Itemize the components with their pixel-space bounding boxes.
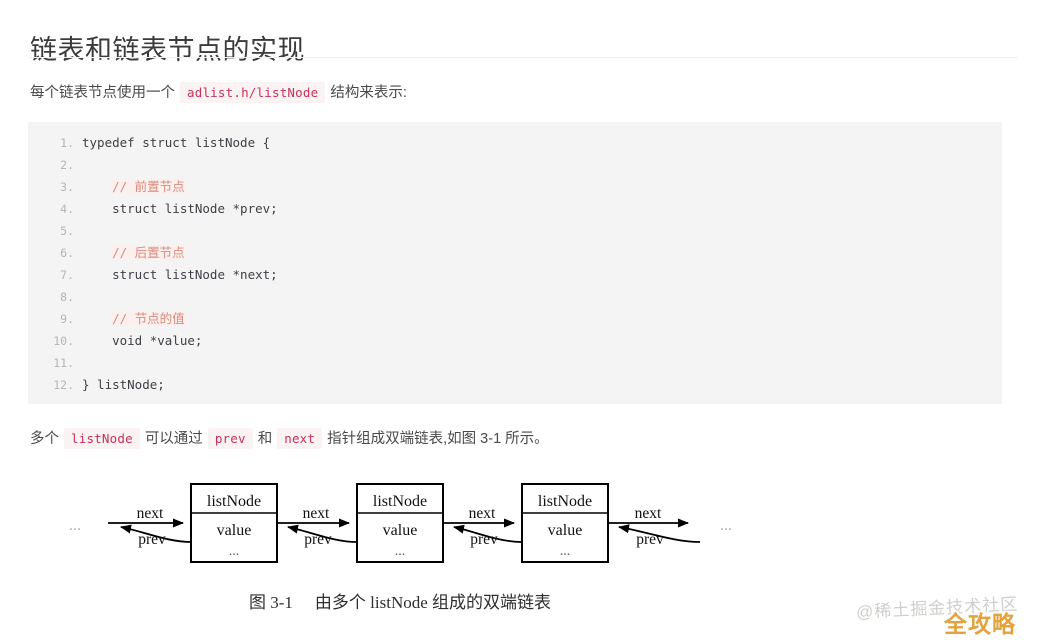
intro-text-after: 结构来表示:: [330, 85, 407, 101]
node-field-label: value: [383, 522, 418, 539]
arrow-prev-label: prev: [636, 531, 664, 548]
code-line-number: 8.: [60, 290, 74, 304]
code-line-number: 1.: [60, 136, 74, 150]
code-line-number: 10.: [53, 334, 74, 348]
arrow-prev-label: prev: [138, 531, 166, 548]
code-line: 1. typedef struct listNode {: [28, 132, 1002, 154]
inline-code-listnode: listNode: [64, 428, 140, 449]
node-field-label: value: [548, 522, 583, 539]
diagram-ellipsis-right: ...: [720, 517, 732, 534]
code-line: 4. struct listNode *prev;: [28, 198, 1002, 220]
node-header-label: listNode: [538, 493, 592, 510]
arrow-pair: next prev: [608, 505, 701, 548]
list-node-box: listNode value ...: [356, 483, 444, 563]
arrow-pair: next prev: [108, 505, 192, 548]
code-line: 3. // 前置节点: [28, 176, 1002, 198]
arrow-pair: next prev: [443, 505, 523, 548]
code-line: 2.: [28, 154, 1002, 176]
para2-text-2: 可以通过: [144, 431, 203, 447]
page-title: 链表和链表节点的实现: [30, 35, 305, 66]
code-line-number: 5.: [60, 224, 74, 238]
para2-text-1: 多个: [30, 431, 59, 447]
caption-text: 由多个 listNode 组成的双端链表: [314, 593, 552, 612]
para2-text-3: 和: [257, 431, 273, 447]
caption-number: 图 3-1: [248, 593, 293, 612]
code-line: 6. // 后置节点: [28, 242, 1002, 264]
inline-code-adlist-listnode: adlist.h/listNode: [180, 82, 326, 103]
arrow-next-label: next: [137, 505, 164, 522]
node-header-label: listNode: [373, 493, 427, 510]
code-block[interactable]: 1. typedef struct listNode { 2. 3. // 前置…: [28, 122, 1002, 404]
watermark-brand: 全攻略: [944, 611, 1016, 637]
list-node-box: listNode value ...: [521, 483, 609, 563]
code-line-number: 2.: [60, 158, 74, 172]
code-line-number: 12.: [53, 378, 74, 392]
code-comment: // 后置节点: [112, 245, 185, 260]
code-line: 11.: [28, 352, 1002, 374]
code-line-content: } listNode;: [82, 377, 165, 392]
node-field-label: value: [217, 522, 252, 539]
code-line-content: void *value;: [82, 333, 203, 348]
list-node-box: listNode value ...: [190, 483, 278, 563]
code-line-number: 9.: [60, 312, 74, 326]
intro-text-before: 每个链表节点使用一个: [30, 85, 175, 101]
arrow-pair: next prev: [277, 505, 358, 548]
node-more-label: ...: [560, 544, 571, 559]
para2-text-4: 指针组成双端链表,如图 3-1 所示。: [327, 431, 549, 447]
code-line: 5.: [28, 220, 1002, 242]
code-line-number: 11.: [53, 356, 74, 370]
node-header-label: listNode: [207, 493, 261, 510]
arrow-prev-label: prev: [470, 531, 498, 548]
code-line: 12. } listNode;: [28, 374, 1002, 396]
inline-code-next: next: [277, 428, 323, 449]
node-more-label: ...: [395, 544, 406, 559]
code-line: 9. // 节点的值: [28, 308, 1002, 330]
diagram-ellipsis-left: ...: [69, 517, 81, 534]
node-more-label: ...: [229, 544, 240, 559]
code-line-content: struct listNode *next;: [82, 267, 278, 282]
code-line-content: struct listNode *prev;: [82, 201, 278, 216]
inline-code-prev: prev: [207, 428, 253, 449]
code-line-content: // 前置节点: [82, 176, 185, 198]
code-line-number: 7.: [60, 268, 74, 282]
code-line: 7. struct listNode *next;: [28, 264, 1002, 286]
title-divider: [28, 57, 1018, 58]
arrow-next-label: next: [469, 505, 496, 522]
code-line-content: // 后置节点: [82, 242, 185, 264]
arrow-prev-label: prev: [304, 531, 332, 548]
code-line: 8.: [28, 286, 1002, 308]
code-line: 10. void *value;: [28, 330, 1002, 352]
figure-caption: 图 3-1 由多个 listNode 组成的双端链表: [0, 588, 800, 613]
code-comment: // 前置节点: [112, 179, 185, 194]
code-line-number: 4.: [60, 202, 74, 216]
code-line-content: // 节点的值: [82, 308, 185, 330]
code-line-number: 3.: [60, 180, 74, 194]
linked-list-diagram: ... ... listNode value ... listNode valu…: [0, 470, 1049, 575]
code-comment: // 节点的值: [112, 311, 185, 326]
arrow-next-label: next: [635, 505, 662, 522]
code-line-content: typedef struct listNode {: [82, 135, 271, 150]
arrow-next-label: next: [303, 505, 330, 522]
code-line-number: 6.: [60, 246, 74, 260]
